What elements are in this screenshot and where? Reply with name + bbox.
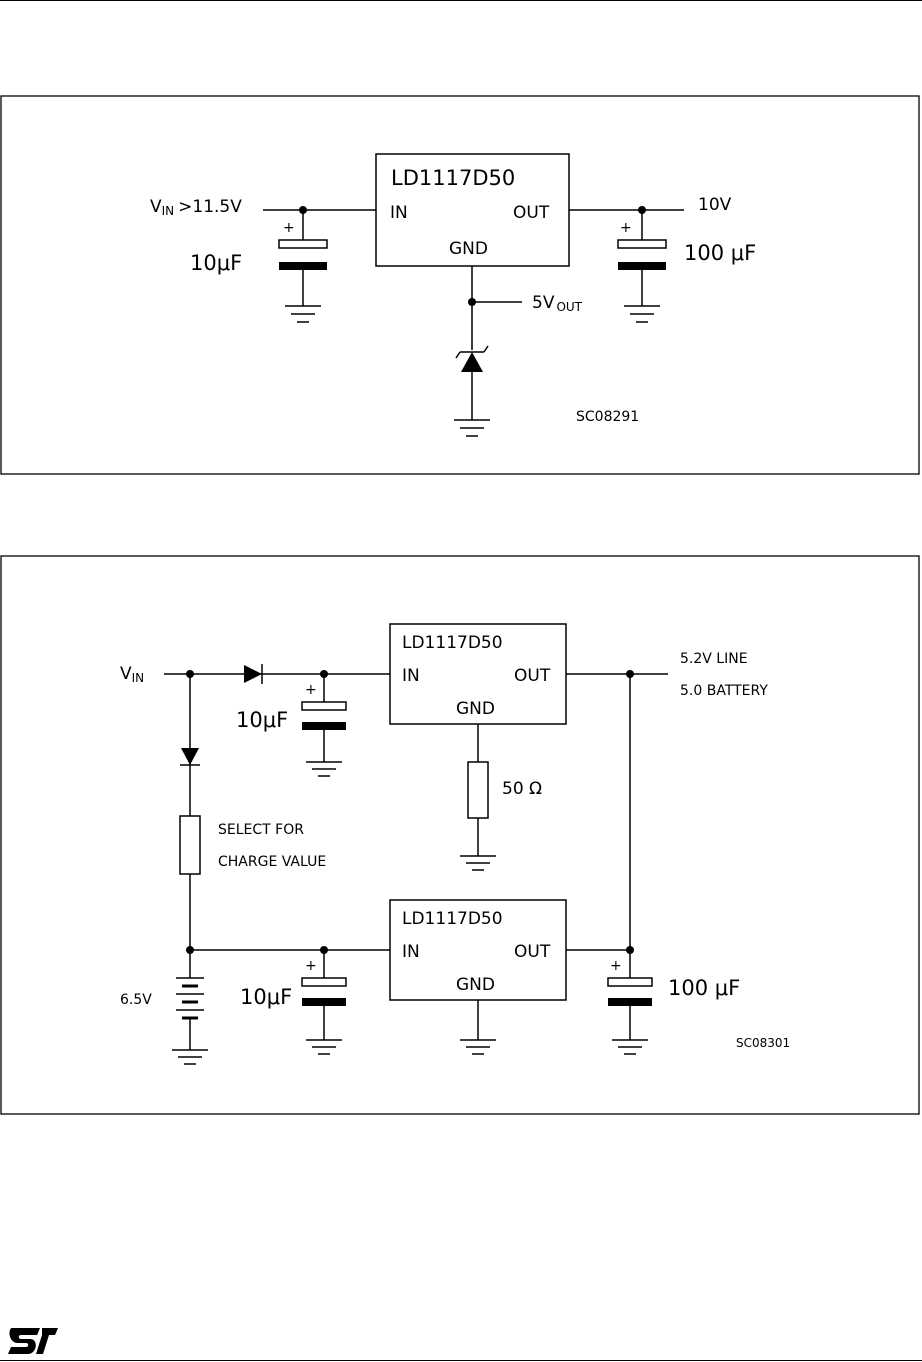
fig2-resistor-value: 50 Ω [502, 779, 542, 799]
fig2-bottom-pin-in: IN [402, 942, 420, 962]
fig2-ground-cap-bottom [306, 1040, 342, 1054]
fig1-cout-value: 100 μF [684, 241, 756, 265]
fig2-cap-out-plate-neg [608, 998, 652, 1006]
fig2-ground-cap-top [306, 762, 342, 776]
fig2-select-line1: SELECT FOR [218, 822, 304, 838]
charge-diode-icon [180, 748, 200, 765]
fig1-pin-out: OUT [513, 203, 550, 223]
fig2-charge-resistor [180, 816, 200, 874]
fig2-resistor-50 [468, 762, 488, 818]
fig1-vout-label: 10V [698, 195, 732, 215]
fig2-cap-bottom-value: 10μF [240, 985, 292, 1009]
fig2-cap-bottom-plate-pos [302, 978, 346, 986]
fig1-cin-plate-neg [279, 262, 327, 270]
fig2-ground-resistor [460, 856, 496, 870]
fig2-output-node-bottom [626, 946, 634, 954]
fig1-ground-cin [285, 306, 321, 322]
fig2-ground-battery [172, 1050, 208, 1064]
fig1-tap-sub: OUT [556, 300, 582, 314]
fig1-vin-sub: IN [162, 204, 175, 218]
fig2-cap-bottom-polarity: + [305, 958, 317, 974]
fig1-regulator-part: LD1117D50 [391, 166, 515, 190]
fig2-cap-out-polarity: + [610, 958, 622, 974]
fig2-cap-top-polarity: + [305, 682, 317, 698]
fig2-vin-main: V [120, 664, 132, 684]
fig2-drawing-code: SC08301 [736, 1036, 790, 1050]
figure-2-circuit: LD1117D50 IN OUT GND LD1117D50 IN OUT GN… [1, 556, 919, 1114]
fig2-out-line2: 5.0 BATTERY [680, 683, 768, 699]
fig2-cap-out-value: 100 μF [668, 976, 740, 1000]
fig1-pin-in: IN [390, 203, 408, 223]
fig2-cap-out-plate-pos [608, 978, 652, 986]
fig1-ground-zener [454, 420, 490, 436]
fig2-bottom-pin-gnd: GND [456, 975, 495, 995]
battery-icon [176, 978, 204, 1018]
fig2-vin-label: VIN [120, 664, 144, 685]
fig1-cout-plate-neg [618, 262, 666, 270]
figure-1-circuit: LD1117D50 IN OUT GND VIN>11.5V + 10μF 10… [1, 96, 919, 474]
fig2-cap-top-plate-pos [302, 702, 346, 710]
fig2-bottom-part: LD1117D50 [402, 909, 503, 929]
figure-1-frame [1, 96, 919, 474]
fig1-vin-suffix: >11.5V [178, 197, 242, 217]
fig2-ground-regulator-bottom [460, 1040, 496, 1054]
fig2-top-pin-in: IN [402, 666, 420, 686]
fig1-cin-plate-pos [279, 240, 327, 248]
fig2-cap-bottom-plate-neg [302, 998, 346, 1006]
fig2-ground-cap-out [612, 1040, 648, 1054]
fig2-select-line2: CHARGE VALUE [218, 854, 326, 870]
fig2-top-pin-gnd: GND [456, 699, 495, 719]
fig1-cin-value: 10μF [190, 251, 242, 275]
fig2-top-part: LD1117D50 [402, 633, 503, 653]
fig2-bottom-pin-out: OUT [514, 942, 551, 962]
fig2-cap-top-plate-neg [302, 722, 346, 730]
fig2-vin-sub: IN [132, 671, 145, 685]
fig2-battery-label: 6.5V [120, 992, 152, 1008]
fig1-ground-cout [624, 306, 660, 322]
fig1-pin-gnd: GND [449, 239, 488, 259]
fig2-cap-top-value: 10μF [236, 708, 288, 732]
fig1-cout-polarity: + [620, 220, 632, 236]
fig2-out-line1: 5.2V LINE [680, 651, 748, 667]
fig1-vin-main: V [150, 197, 162, 217]
fig1-tap-main: 5V [532, 293, 555, 313]
series-diode-icon [244, 664, 262, 684]
st-logo-icon [8, 1328, 58, 1354]
fig1-drawing-code: SC08291 [576, 409, 639, 425]
fig1-cin-polarity: + [283, 220, 295, 236]
fig1-cout-plate-pos [618, 240, 666, 248]
fig2-top-pin-out: OUT [514, 666, 551, 686]
fig1-vin-label: VIN>11.5V [150, 197, 242, 218]
